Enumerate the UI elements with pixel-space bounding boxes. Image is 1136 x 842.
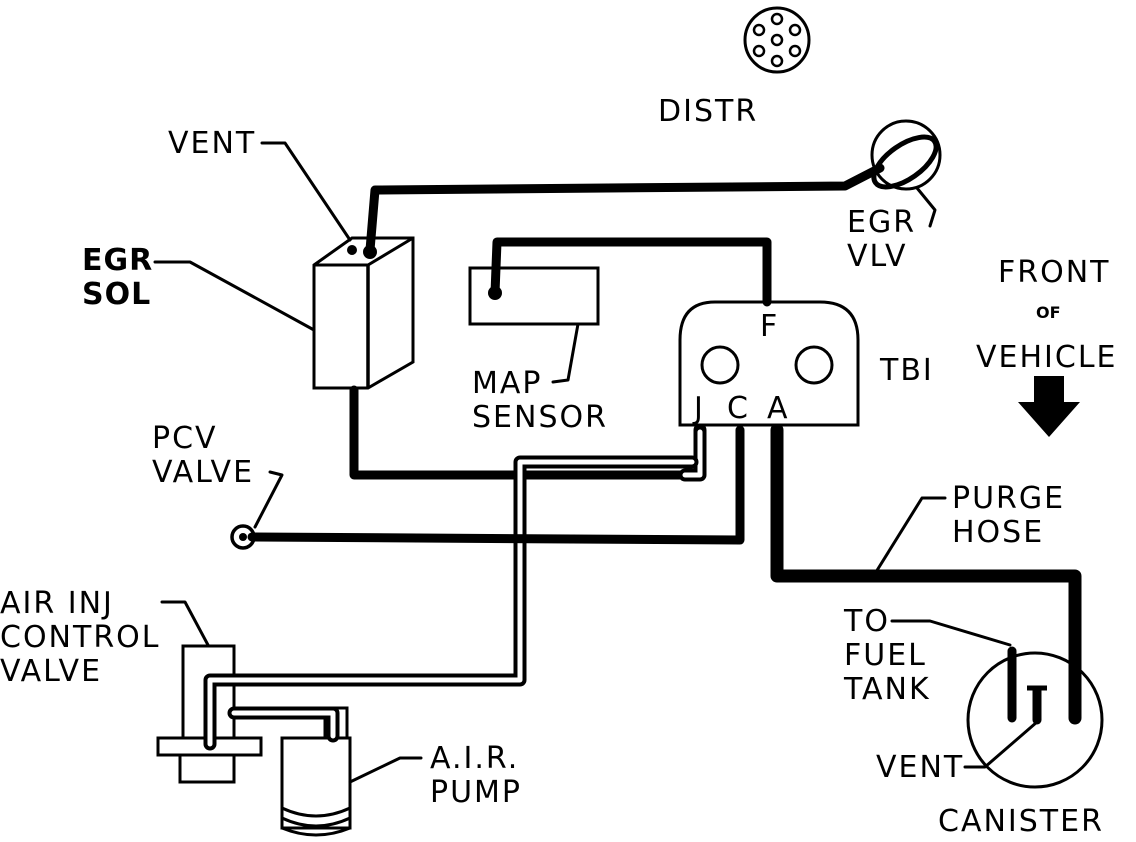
egr-sol-label-1: EGR (82, 243, 153, 278)
air-inj-leader (160, 600, 210, 647)
pcv-label-1: PCV (152, 421, 218, 456)
air-inj-label-2: CONTROL (0, 620, 161, 655)
purge-hose-label-1: PURGE (952, 481, 1065, 516)
tbi-port-f-label: F (760, 309, 779, 344)
distributor (743, 6, 811, 74)
pcv-label-2: VALVE (152, 455, 254, 490)
tbi-port-a-label: A (767, 391, 790, 426)
pcv-leader (253, 470, 284, 529)
egr-solenoid (312, 236, 415, 390)
front-arrow-icon (1018, 376, 1080, 437)
map-sensor-leader (551, 322, 580, 384)
map-sensor-label-2: SENSOR (472, 400, 608, 435)
air-inj-label-3: VALVE (0, 654, 102, 689)
front-label-2: OF (1036, 303, 1061, 322)
hose-egr-sol-to-tbi-j (349, 385, 690, 480)
hose-air-inj-to-air-pump (227, 706, 340, 743)
vent-top-label: VENT (168, 126, 256, 161)
tbi-port-c-label: C (727, 391, 750, 426)
egr-vlv-label-2: VLV (847, 239, 907, 274)
to-fuel-tank-label-2: FUEL (844, 638, 927, 673)
air-pump-leader (348, 756, 423, 784)
map-sensor (468, 266, 600, 326)
egr-sol-leader (153, 260, 316, 332)
tbi-unit (678, 300, 860, 427)
to-fuel-tank-leader (890, 619, 1012, 647)
to-fuel-tank-label-3: TANK (843, 672, 931, 707)
egr-sol-label-2: SOL (82, 277, 151, 312)
canister-label: CANISTER (938, 804, 1104, 839)
distr-label: DISTR (658, 94, 758, 129)
vent-top-leader (260, 141, 352, 242)
tbi-port-j-label: J (692, 391, 705, 426)
hose-tbi-j-to-air-inj-valve (203, 455, 699, 751)
air-pump (280, 706, 352, 837)
vent-bottom-leader (963, 720, 1039, 769)
hose-pcv-to-tbi-c (247, 425, 745, 545)
to-fuel-tank-label-1: TO (843, 604, 890, 639)
hose-egr-sol-to-egr-valve (365, 163, 885, 255)
hose-map-to-tbi-f (490, 237, 772, 307)
purge-hose-leader (874, 496, 947, 574)
air-pump-label-2: PUMP (430, 775, 522, 810)
air-pump-label-1: A.I.R. (430, 741, 519, 776)
egr-vlv-leader (915, 186, 937, 228)
egr-valve (870, 119, 942, 191)
map-sensor-label-1: MAP (472, 366, 543, 401)
vent-bottom-label: VENT (876, 750, 964, 785)
purge-hose-label-2: HOSE (952, 515, 1044, 550)
tbi-label: TBI (879, 353, 934, 388)
purge-hose (770, 423, 1082, 725)
front-label-3: VEHICLE (976, 340, 1118, 375)
egr-vlv-label-1: EGR (847, 205, 916, 240)
air-inj-label-1: AIR INJ (0, 586, 114, 621)
front-label-1: FRONT (998, 255, 1110, 290)
